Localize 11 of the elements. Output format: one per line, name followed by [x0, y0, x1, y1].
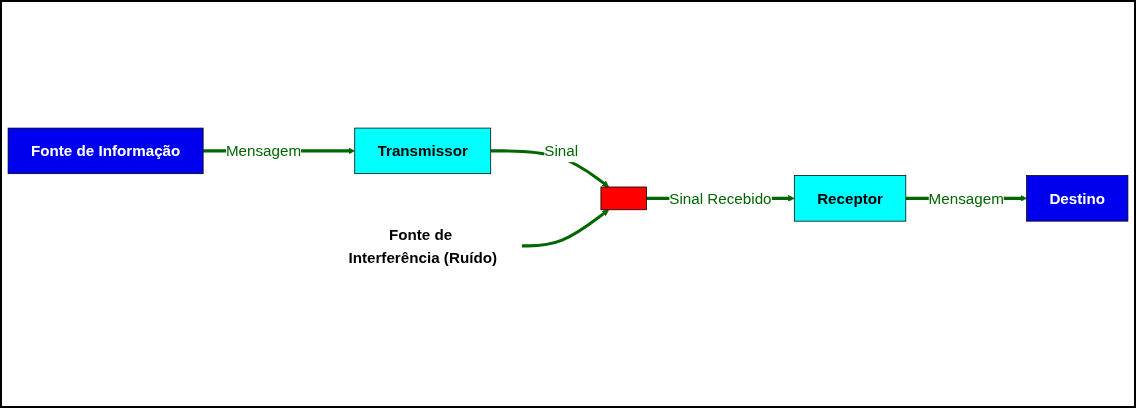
edge-label: Sinal Recebido [669, 189, 772, 207]
node-box: Transmissor [354, 127, 492, 174]
edge-label: Mensagem [225, 142, 302, 160]
node-box [600, 186, 647, 211]
node-box: Destino [1026, 175, 1129, 222]
edge-label: Sinal [544, 142, 579, 160]
node-box: Fonte de Informação [7, 127, 204, 174]
arrow [521, 209, 609, 248]
node-text: Fonte de Interferência (Ruído) [348, 226, 498, 266]
node-box: Receptor [793, 175, 907, 222]
edge-label: Mensagem [928, 189, 1004, 207]
